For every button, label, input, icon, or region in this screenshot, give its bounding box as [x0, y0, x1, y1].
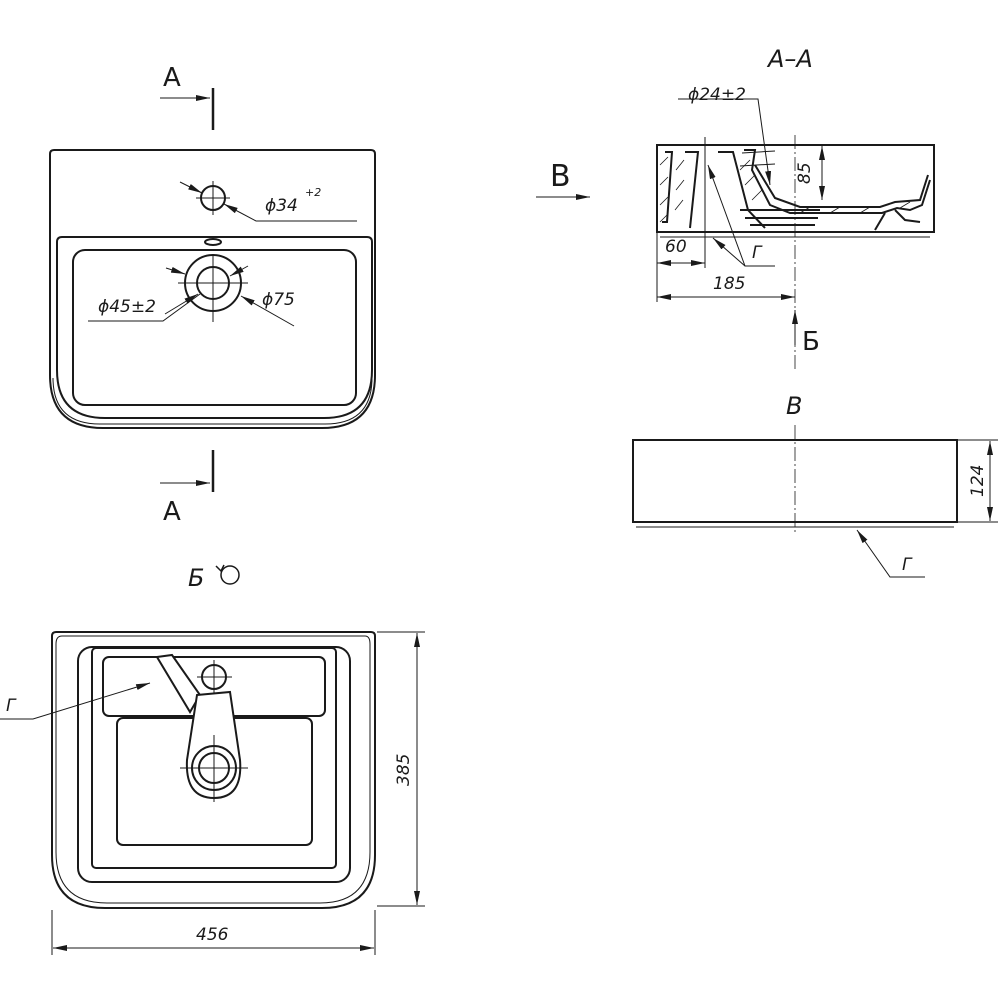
tap-hole-tolerance: +2: [305, 186, 321, 199]
height-dim: 124: [968, 465, 988, 497]
section-title: A–A: [766, 45, 813, 73]
section-surface-label: Г: [752, 243, 763, 263]
bottom-view: Б Г 456 385: [0, 564, 425, 955]
bottom-view-title: Б: [188, 564, 204, 592]
view-b-arrow-label: B: [550, 159, 571, 194]
offset-dim: 60: [665, 237, 687, 257]
side-surface-label: Г: [902, 555, 913, 575]
drain-offset-dim: 185: [713, 274, 745, 294]
top-view: ϕ34 +2 ϕ45±2 ϕ75 A A: [49, 63, 376, 527]
section-outline: [656, 144, 935, 233]
basin-outline: [49, 149, 376, 429]
bowl-rim: [56, 236, 373, 419]
drain-inner-dim: ϕ45±2: [98, 297, 156, 317]
overflow-dim: ϕ24±2: [688, 85, 746, 105]
rotation-icon: [215, 564, 240, 585]
bottom-surface-label: Г: [6, 696, 17, 716]
width-dim: 456: [196, 925, 229, 945]
section-hatching: [659, 156, 911, 223]
bowl-inner: [72, 249, 357, 406]
section-mark-top: A: [163, 63, 181, 93]
depth-dim: 85: [795, 162, 815, 184]
drain-outer-dim: ϕ75: [262, 290, 295, 310]
section-mark-bottom: A: [163, 497, 181, 527]
section-view: A–A ϕ24±2 85 60 185 Г: [536, 45, 935, 372]
overflow-hole: [204, 238, 222, 246]
depth-dim-bottom: 385: [394, 754, 414, 786]
tap-hole-dim: ϕ34: [265, 196, 298, 216]
side-view: B 124 Г: [632, 392, 998, 578]
view-bottom-arrow-label: Б: [802, 327, 820, 357]
side-view-title: B: [786, 392, 802, 420]
bottom-outline: [51, 631, 376, 909]
